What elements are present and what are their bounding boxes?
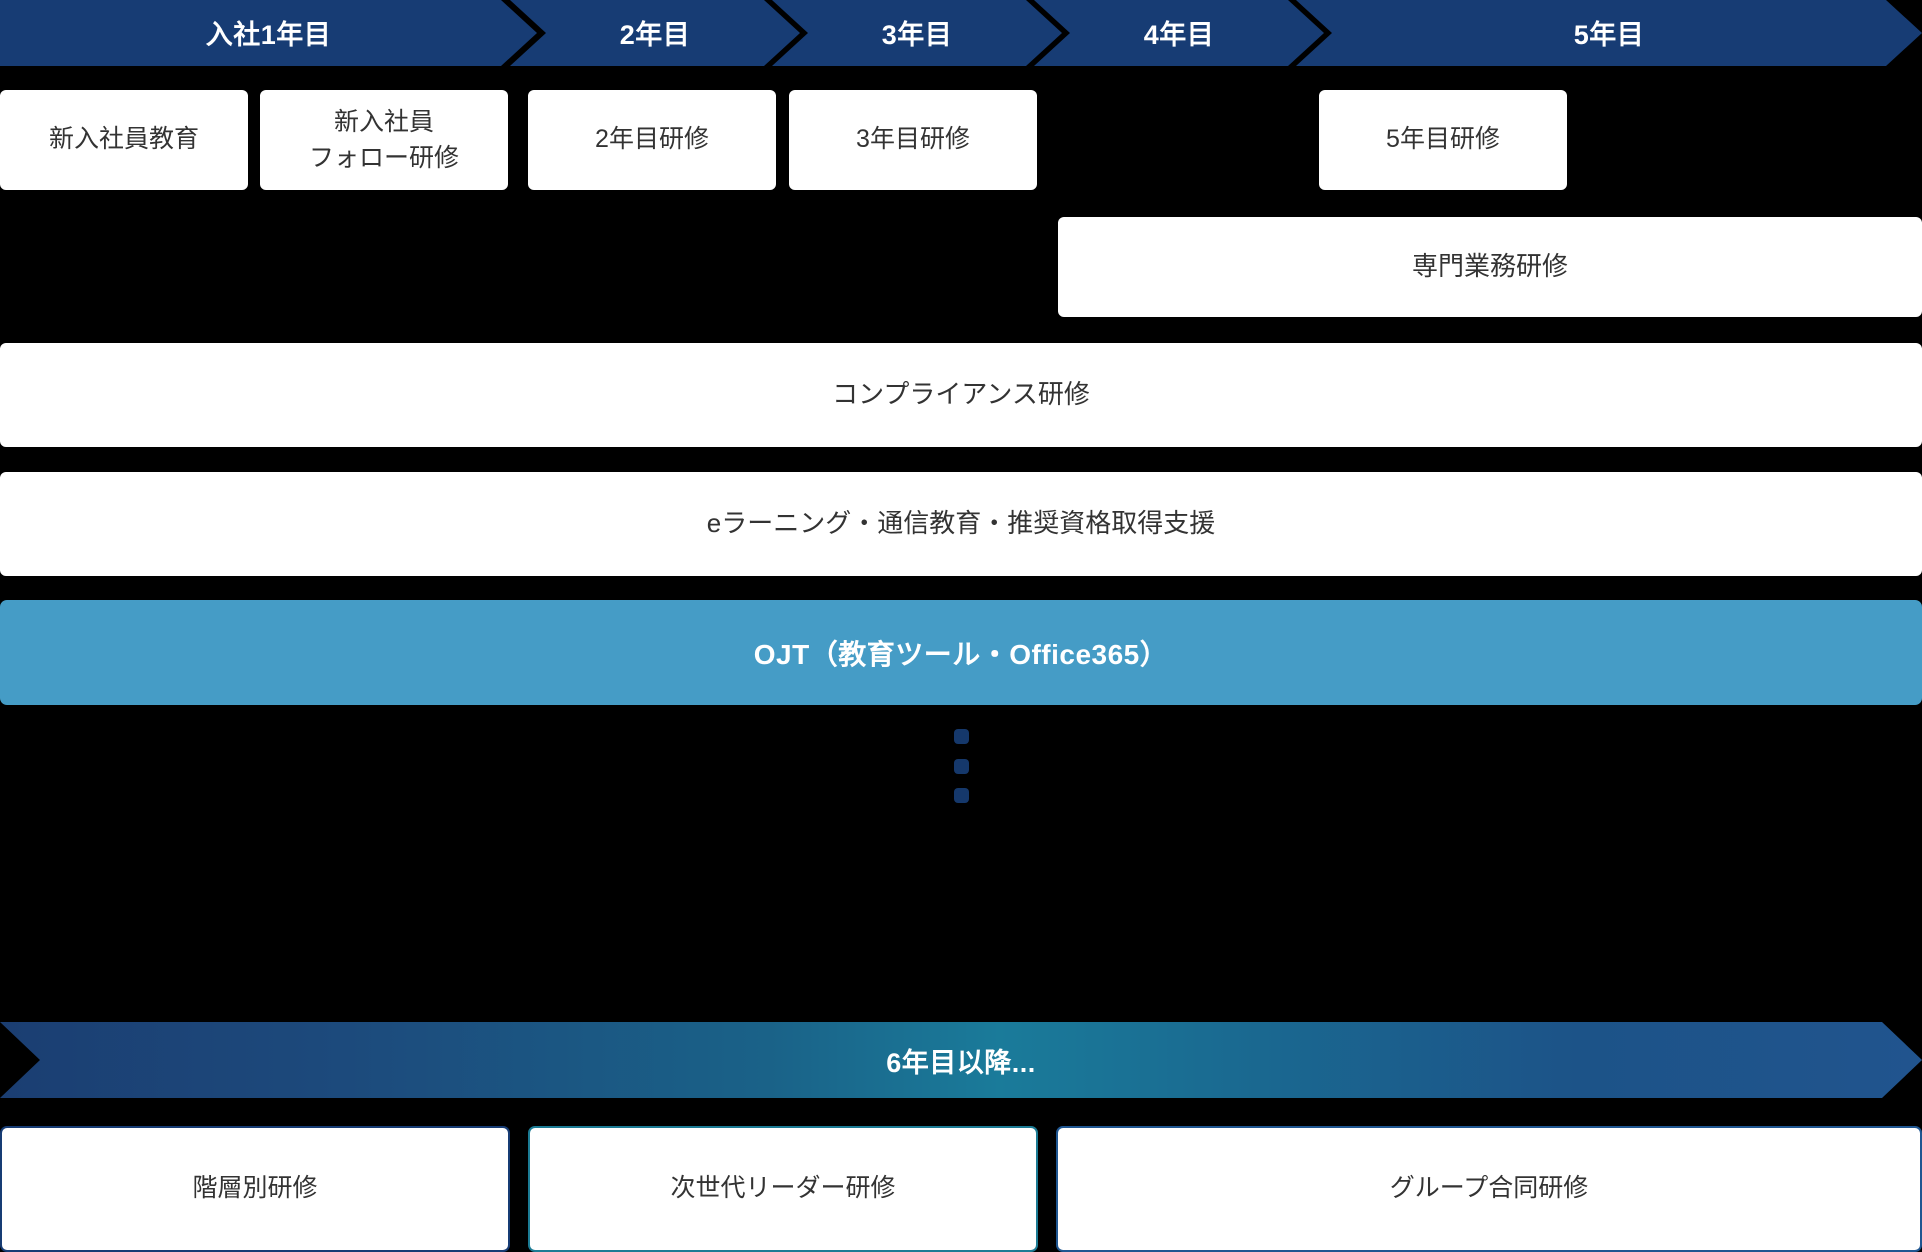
year-chevron-3: 3年目 [772,0,1062,66]
year-chevron-4: 4年目 [1034,0,1324,66]
program-box-rank-based-training[interactable]: 階層別研修 [0,1126,510,1252]
program-label: 3年目研修 [856,125,970,154]
program-label: 専門業務研修 [1411,251,1568,282]
program-box-new-employee-follow-up[interactable]: 新入社員 フォロー研修 [260,90,508,190]
program-box-elearning[interactable]: eラーニング・通信教育・推奨資格取得支援 [0,472,1922,576]
dot-1 [953,729,969,744]
ojt-label: OJT（教育ツール・Office365） [753,638,1169,670]
year-chevron-4-label: 4年目 [1143,19,1215,50]
future-years-arrow: 6年目以降... [0,1022,1922,1098]
dot-3 [953,788,969,803]
program-label: 階層別研修 [192,1174,318,1203]
program-label: 次世代リーダー研修 [670,1174,896,1203]
year-chevron-2-label: 2年目 [619,19,691,50]
year-chevron-1: 入社1年目 [0,0,537,66]
program-label: eラーニング・通信教育・推奨資格取得支援 [706,508,1216,539]
program-box-compliance-training[interactable]: コンプライアンス研修 [0,343,1922,447]
program-label: グループ合同研修 [1389,1174,1589,1203]
program-label-line2: フォロー研修 [308,144,459,172]
program-box-year2-training[interactable]: 2年目研修 [528,90,776,190]
year-timeline-header: 入社1年目 2年目 3年目 4年目 5年目 [0,0,1922,66]
program-box-year5-training[interactable]: 5年目研修 [1319,90,1567,190]
year-chevron-3-label: 3年目 [881,19,953,50]
year-chevron-1-label: 入社1年目 [205,19,332,50]
year-chevron-5: 5年目 [1296,0,1922,66]
program-label: 5年目研修 [1386,125,1500,154]
program-box-year3-training[interactable]: 3年目研修 [789,90,1037,190]
program-label-line1: 新入社員 [333,107,434,136]
program-box-group-joint-training[interactable]: グループ合同研修 [1056,1126,1922,1252]
year-chevron-5-label: 5年目 [1573,19,1645,50]
program-box-new-employee-education[interactable]: 新入社員教育 [0,90,248,190]
year-chevron-2: 2年目 [510,0,800,66]
future-years-label: 6年目以降... [886,1047,1036,1078]
program-box-specialist-training[interactable]: 専門業務研修 [1058,217,1922,317]
program-label: 2年目研修 [595,125,709,154]
continuation-dots [953,729,969,803]
program-box-next-generation-leader-training[interactable]: 次世代リーダー研修 [528,1126,1038,1252]
program-label: コンプライアンス研修 [832,379,1090,410]
program-label: 新入社員教育 [48,125,199,154]
dot-2 [953,758,969,774]
ojt-bar[interactable]: OJT（教育ツール・Office365） [0,600,1922,705]
